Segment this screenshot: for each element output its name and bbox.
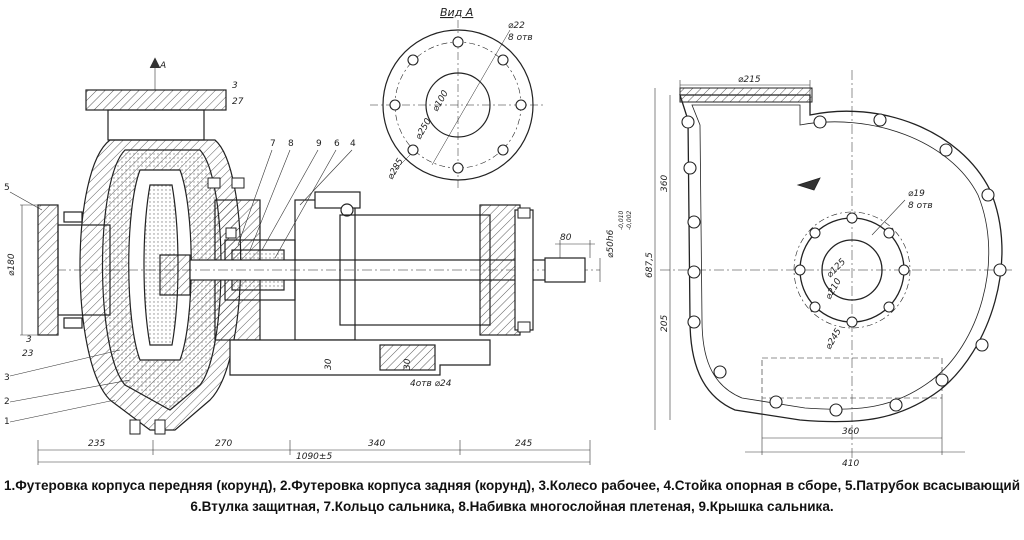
technical-drawing: A 3 27 ⌀180 3 23 30 30 4отв ⌀24 80 ⌀50h6… (4, 6, 1015, 469)
dim-270: 270 (215, 439, 232, 449)
shaft-end (544, 257, 586, 283)
dim-340: 340 (368, 439, 385, 449)
front-center-bolts (794, 212, 910, 328)
front-width-410: 410 (842, 459, 859, 469)
dim-27: 27 (232, 97, 244, 107)
dim-inlet-diameter: ⌀180 (7, 253, 17, 276)
caption-line-2: 6.Втулка защитная, 7.Кольцо сальника, 8.… (190, 499, 834, 514)
outlet-flange (679, 87, 813, 103)
holes-label: 4отв ⌀24 (410, 379, 452, 389)
front-view (660, 70, 1015, 460)
dim-shaft-diameter: ⌀50h6 (606, 229, 616, 258)
callout-5: 5 (4, 183, 10, 193)
dim-3: 3 (232, 81, 238, 91)
view-a-flange (370, 20, 546, 190)
callout-leaders (9, 149, 353, 423)
front-height-205: 205 (660, 315, 670, 332)
view-a-hole-count: 8 отв (508, 33, 533, 43)
suction-flange (37, 204, 59, 336)
side-section-view (37, 89, 600, 435)
bearing-cover (479, 204, 521, 336)
discharge-flange (85, 89, 227, 111)
dim-23: 23 (22, 349, 34, 359)
callout-2: 2 (4, 397, 10, 407)
dim-245: 245 (515, 439, 532, 449)
front-hole-count: 8 отв (908, 201, 933, 211)
front-outlet-diameter: ⌀215 (738, 75, 761, 85)
callout-6: 6 (334, 139, 340, 149)
callout-8: 8 (288, 139, 294, 149)
stand-base (229, 339, 491, 376)
front-height-360: 360 (660, 175, 670, 192)
front-pcd (793, 211, 911, 329)
tol-upper: -0,010 (618, 210, 625, 230)
view-a-title: Вид А (440, 6, 473, 19)
view-a-bolt-holes (389, 36, 527, 174)
callout-1: 1 (4, 417, 10, 427)
callout-3: 3 (4, 373, 10, 383)
dim-235: 235 (88, 439, 105, 449)
section-arrow-label: A (159, 61, 166, 71)
front-rim-bolts (681, 113, 1007, 417)
side-dimension-lines (20, 57, 601, 465)
front-dimension-lines (654, 80, 965, 455)
dim-30a: 30 (324, 358, 334, 370)
dim-shaft-length: 80 (560, 233, 572, 243)
dim-3b: 3 (26, 335, 32, 345)
front-height-total: 687,5 (645, 252, 655, 278)
tol-lower: -0,002 (626, 210, 633, 230)
front-outer-diameter: ⌀245 (824, 327, 844, 352)
callout-9: 9 (316, 139, 322, 149)
view-a-pcd: ⌀250 (414, 117, 434, 142)
callout-7: 7 (270, 139, 276, 149)
view-a-hole-diameter: ⌀22 (508, 21, 525, 31)
volute-outline (679, 94, 1003, 423)
dim-30b: 30 (403, 358, 413, 370)
view-a-outer: ⌀285 (386, 157, 406, 182)
caption-line-1: 1.Футеровка корпуса передняя (корунд), 2… (3, 478, 1021, 493)
dim-total: 1090±5 (296, 452, 332, 462)
front-width-360: 360 (842, 427, 859, 437)
front-hole-diameter: ⌀19 (908, 189, 925, 199)
side-view-labels: A 3 27 ⌀180 3 23 30 30 4отв ⌀24 80 ⌀50h6… (4, 61, 633, 462)
callout-4: 4 (350, 139, 356, 149)
